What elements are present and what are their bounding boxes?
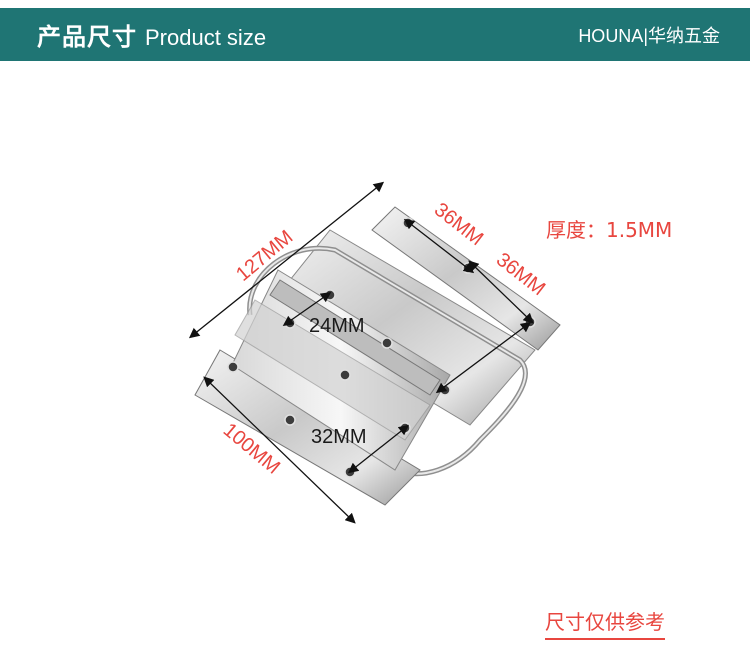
- header-title: 产品尺寸 Product size: [37, 17, 266, 52]
- thickness-label: 厚度：1.5MM: [546, 218, 673, 242]
- dimension-lines: [188, 181, 534, 524]
- brand-label: HOUNA|华纳五金: [578, 25, 720, 46]
- title-chinese: 产品尺寸: [37, 23, 137, 51]
- header-bar: 产品尺寸 Product size HOUNA|华纳五金: [0, 8, 750, 61]
- dim-32mm: 32MM: [311, 426, 367, 448]
- reference-note: 尺寸仅供参考: [545, 606, 665, 640]
- dim-24mm: 24MM: [309, 315, 365, 337]
- title-english: Product size: [145, 25, 267, 50]
